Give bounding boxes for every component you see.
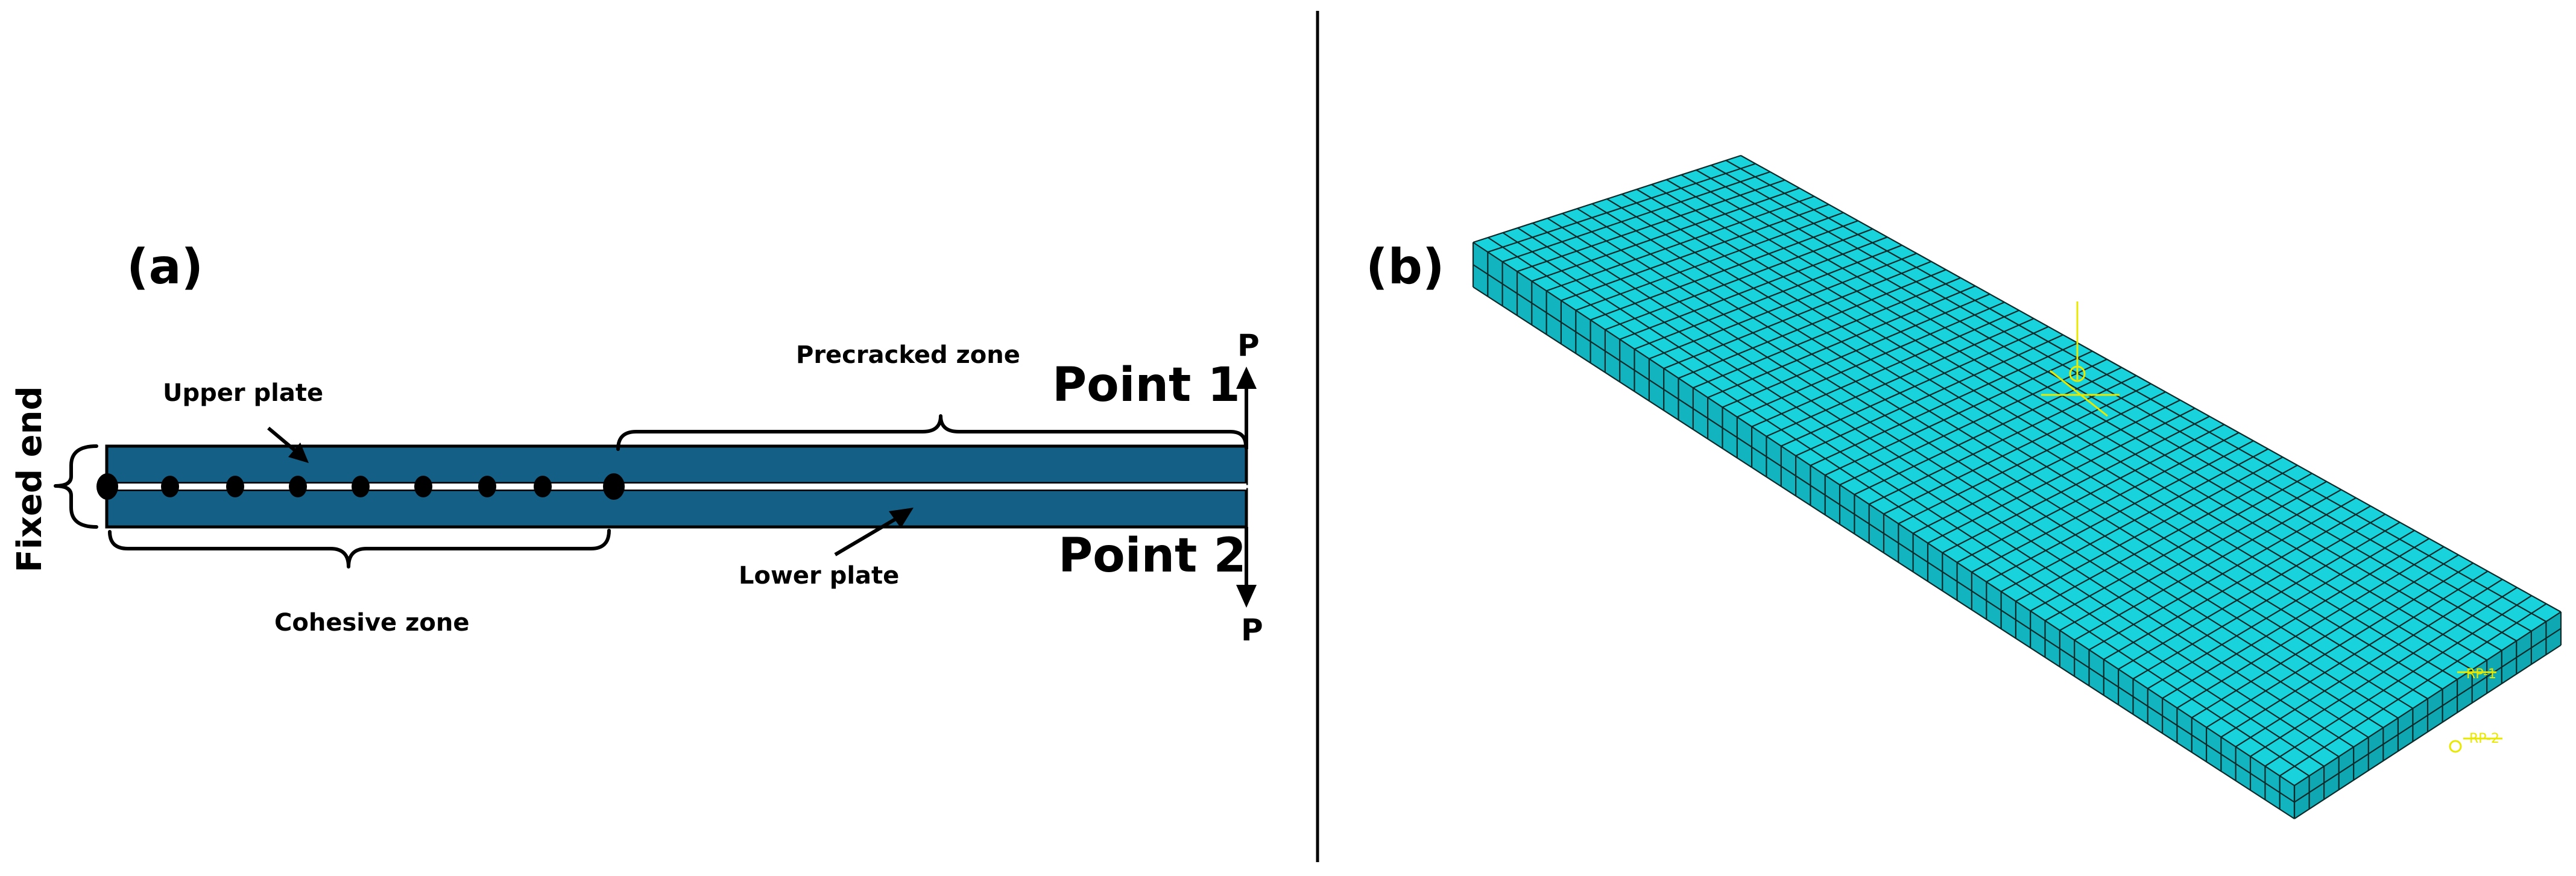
mesh-line — [1606, 198, 2428, 699]
mesh-line — [1725, 160, 2546, 622]
mesh-line — [1711, 165, 2532, 632]
mesh-grid — [1472, 154, 2562, 819]
mesh-line — [2294, 644, 2562, 819]
upper-plate-label: Upper plate — [163, 379, 323, 407]
fixed-end-brace — [54, 444, 98, 529]
panel-a-label: (a) — [127, 239, 203, 295]
cohesive-nodes — [96, 473, 625, 500]
mesh-line — [1591, 203, 2413, 709]
mesh-line — [1621, 194, 2443, 690]
panel-a: (a) Fixed end Upper plate Lower plate Pr… — [10, 239, 1263, 648]
mesh-line — [1547, 218, 2369, 738]
upper-plate-pointer — [267, 426, 300, 455]
reference-point-1 — [2041, 301, 2120, 417]
precracked-zone-label: Precracked zone — [796, 341, 1020, 369]
mesh-line — [1681, 174, 2502, 651]
plate-interface — [107, 484, 1246, 490]
mesh-line — [1562, 213, 2384, 728]
cohesive-node — [161, 476, 179, 497]
mesh-line — [1473, 286, 2295, 819]
lower-plate-label: Lower plate — [739, 562, 899, 590]
cohesive-node — [226, 476, 244, 497]
load-label-top: P — [1237, 328, 1260, 363]
point-1-label: Point 1 — [1052, 358, 1240, 412]
mesh-line — [1636, 189, 2458, 680]
cohesive-node — [603, 473, 625, 500]
cohesive-node — [534, 476, 552, 497]
load-label-bottom: P — [1241, 613, 1263, 648]
point-2-label: Point 2 — [1058, 529, 1246, 583]
lower-plate-pointer-head — [889, 508, 914, 528]
mesh-line — [1651, 184, 2473, 670]
mesh-line — [1577, 208, 2399, 719]
mesh-line — [1532, 222, 2354, 748]
fixed-end-label: Fixed end — [10, 386, 49, 572]
mesh-line — [1502, 232, 2325, 767]
cohesive-zone-brace — [108, 529, 611, 569]
panel-b: (b) RP-1 RP-2 — [1366, 154, 2562, 819]
reference-point-2 — [2449, 671, 2502, 753]
rp-1-label: RP-1 — [2466, 667, 2496, 682]
mesh-top-face — [1473, 156, 2561, 786]
lower-plate — [105, 488, 1248, 529]
mesh-line — [1666, 179, 2487, 661]
mesh-line — [1473, 264, 2295, 803]
panel-b-label: (b) — [1366, 239, 1444, 295]
precracked-zone-brace — [616, 414, 1248, 451]
cohesive-node — [96, 473, 118, 500]
cohesive-node — [478, 476, 496, 497]
load-arrow-up-head — [1236, 367, 1257, 389]
upper-plate-pointer-head — [288, 443, 309, 463]
mesh-line — [2294, 628, 2562, 803]
cohesive-node — [289, 476, 307, 497]
rp-2-label: RP-2 — [2469, 731, 2499, 746]
mesh-line — [1696, 169, 2517, 641]
lower-plate-pointer — [834, 515, 900, 556]
mesh-line — [1740, 155, 2562, 613]
upper-plate — [105, 444, 1248, 485]
cohesive-node — [414, 476, 432, 497]
mesh-line — [1488, 237, 2310, 777]
mesh-line — [1517, 227, 2340, 757]
load-arrow-down-head — [1236, 585, 1257, 608]
cohesive-zone-label: Cohesive zone — [274, 609, 469, 637]
cohesive-node — [352, 476, 370, 497]
